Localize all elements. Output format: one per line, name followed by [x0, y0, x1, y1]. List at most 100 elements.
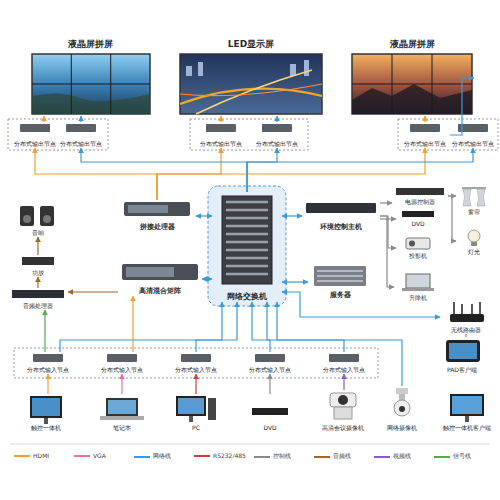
connector [157, 148, 425, 200]
power-controller-icon [396, 188, 444, 195]
legend-text: 音频线 [333, 452, 351, 461]
device-box: 灯光 [456, 226, 492, 256]
laptop-icon [106, 398, 138, 416]
input-node: 分布式输入节点 [170, 352, 222, 374]
output-node: 分布式输出节点 [58, 122, 104, 148]
monitor-stand [189, 416, 193, 422]
lamp-icon [468, 230, 480, 242]
node-label: 电源控制器 [405, 199, 435, 206]
input-node: 分布式输入节点 [22, 352, 74, 374]
speaker-cone [43, 215, 51, 223]
node-label: 分布式输出节点 [200, 141, 242, 148]
node-label: 分布式输出节点 [256, 141, 298, 148]
touch-client-screen [452, 396, 482, 414]
curtain-icon [463, 189, 485, 206]
connector [44, 310, 45, 352]
device-box: 触控一体机 [18, 394, 74, 432]
matrix-icon [122, 264, 198, 280]
legend-item: 音频线 [314, 452, 351, 461]
connector [282, 292, 440, 317]
node-label: LED显示屏 [228, 40, 274, 50]
connector [37, 237, 38, 255]
node-label: 服务器 [330, 292, 351, 300]
box-icon [66, 124, 96, 132]
node-label: DVD [263, 425, 276, 432]
pc-screen [178, 398, 204, 414]
screen-surface [180, 54, 322, 114]
connector [43, 116, 44, 122]
switch-frame [208, 186, 286, 306]
box-icon [20, 124, 50, 132]
node-label: 分布式输出节点 [452, 141, 494, 148]
node-label: 灯光 [468, 249, 480, 256]
legend-text: 信号线 [453, 452, 471, 461]
device-box: 音频处理器 [8, 288, 68, 310]
device-box: 投影机 [396, 236, 440, 260]
node-label: 高清会议摄像机 [322, 425, 364, 432]
legend-swatch [374, 456, 390, 458]
node-box-icons [20, 124, 488, 132]
connector [380, 216, 396, 248]
rack-slots [226, 202, 268, 274]
screen-scenery [352, 84, 472, 114]
connector [132, 296, 133, 352]
node-label: 分布式输出节点 [60, 141, 102, 148]
connector [220, 116, 221, 122]
legend-text: 网络线 [153, 452, 171, 461]
connector [81, 148, 247, 192]
node-label: 分布式输出节点 [14, 141, 56, 148]
node-label: 触控一体机客户端 [443, 425, 491, 432]
laptop-base [100, 416, 144, 420]
lift-base [402, 288, 434, 291]
lamp-base [471, 242, 477, 246]
group-frame [190, 119, 308, 150]
output-node: 分布式输出节点 [450, 122, 496, 148]
screen-scenery [32, 93, 150, 114]
screen-bezel [32, 54, 150, 114]
input-node: 分布式输入节点 [96, 352, 148, 374]
connector [80, 116, 81, 122]
device-box: 网络摄像机 [376, 386, 428, 432]
node-label: 分布式输入节点 [175, 367, 217, 374]
camera-icon [330, 393, 356, 407]
connector [202, 278, 212, 279]
group-frame [398, 119, 498, 150]
node-label: 高清混合矩阵 [139, 288, 181, 296]
node-label: DVD [411, 221, 424, 228]
output-node: 分布式输出节点 [402, 122, 448, 148]
legend-swatch [434, 456, 450, 458]
laptop-screen [108, 400, 136, 414]
connector [35, 148, 157, 200]
connector [269, 374, 270, 394]
legend-swatch [194, 455, 210, 457]
screen-scenery [180, 84, 322, 96]
output-node: 分布式输出节点 [12, 122, 58, 148]
projector-icon [406, 238, 430, 249]
speaker-cone [23, 215, 31, 223]
pc-tower [208, 398, 216, 420]
legend-item: VGA [74, 452, 106, 459]
box-icon [262, 124, 292, 132]
lift-icon [406, 274, 430, 288]
output-node: 分布式输出节点 [250, 122, 304, 148]
legend-divider [10, 444, 490, 445]
legend-swatch [74, 455, 90, 457]
dvd-player-icon [252, 408, 288, 415]
group-frame [8, 119, 108, 150]
connector [37, 277, 38, 288]
node-label: 窗帘 [468, 209, 480, 216]
ptz-lens [399, 406, 405, 412]
device-box: PAD客户端 [432, 338, 492, 374]
legend-item: 信号线 [434, 452, 471, 461]
router-icon [450, 314, 484, 322]
input-node: 分布式输入节点 [318, 352, 370, 374]
connector [277, 302, 402, 386]
connector [196, 215, 212, 216]
matrix-panel [126, 267, 174, 277]
box-icon [206, 124, 236, 132]
lcd-wall-image [32, 54, 150, 114]
connector [343, 374, 344, 390]
device-box: DVD [246, 394, 294, 432]
